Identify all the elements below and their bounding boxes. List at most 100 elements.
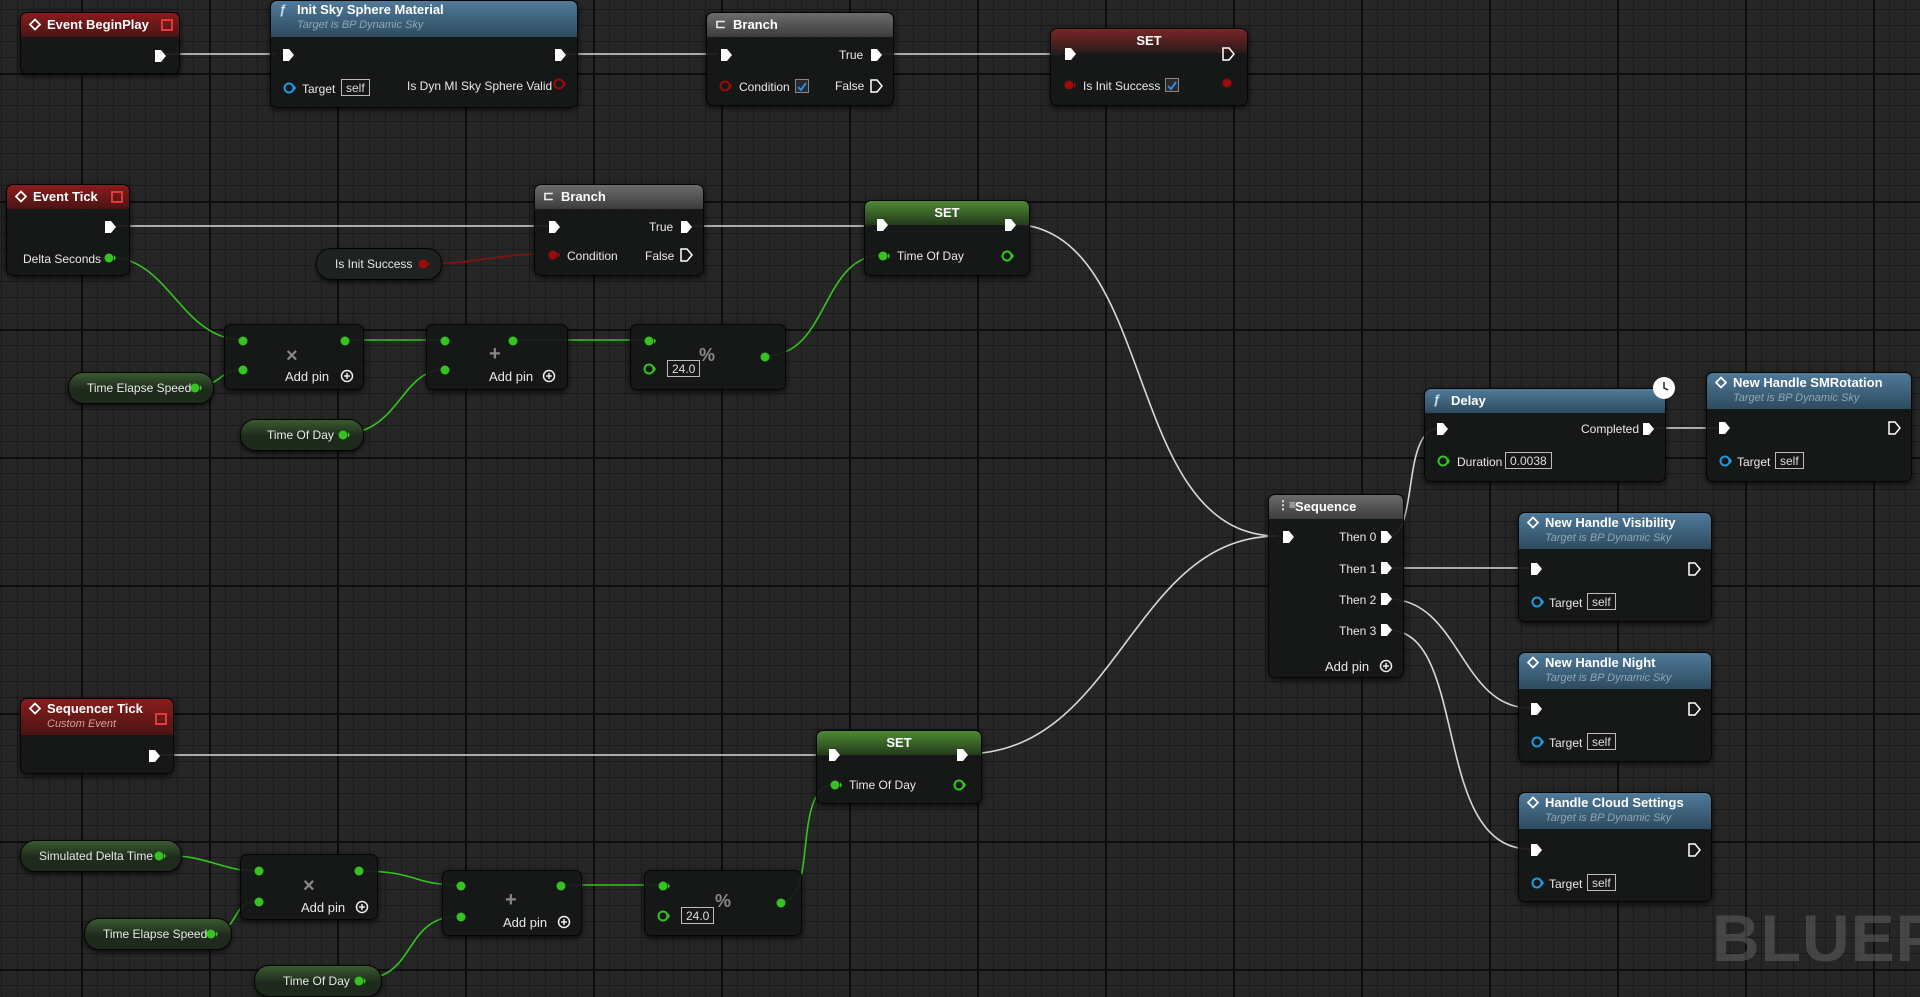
new-handle-night-node[interactable]: New Handle Night Target is BP Dynamic Sk…: [1518, 652, 1712, 762]
exec-in-pin[interactable]: [827, 748, 841, 762]
target-pin[interactable]: [1531, 736, 1545, 748]
exec-out-pin[interactable]: [153, 49, 167, 63]
exec-out-pin[interactable]: [1221, 47, 1235, 61]
exec-out-pin[interactable]: [1687, 562, 1701, 576]
add-pin-label[interactable]: Add pin: [285, 369, 330, 384]
delay-node[interactable]: ƒ Delay Completed Duration 0.0038: [1424, 377, 1675, 482]
add-pin-label[interactable]: Add pin: [1325, 659, 1370, 674]
add-pin-icon[interactable]: [340, 369, 354, 383]
float-in-pin-b[interactable]: [455, 911, 469, 923]
float-out-pin[interactable]: [337, 429, 351, 441]
exec-in-pin[interactable]: [1717, 421, 1731, 435]
float-out-pin[interactable]: [555, 880, 569, 892]
exec-out-pin[interactable]: [1003, 218, 1017, 232]
float-out-pin[interactable]: [953, 779, 967, 791]
divisor-value[interactable]: 24.0: [681, 907, 715, 924]
float-in-pin-b[interactable]: [237, 364, 251, 376]
add-pin-icon[interactable]: [557, 915, 571, 929]
target-value[interactable]: self: [1587, 733, 1616, 750]
float-out-pin[interactable]: [1001, 250, 1015, 262]
float-out-pin[interactable]: [153, 850, 167, 862]
time-of-day-getter-2[interactable]: Time Of Day: [254, 965, 382, 997]
is-init-success-getter[interactable]: Is Init Success: [316, 248, 442, 280]
exec-out-pin[interactable]: [103, 220, 117, 234]
sequence-node[interactable]: ⋮≡ Sequence Then 0 Then 1 Then 2 Then 3 …: [1268, 494, 1404, 678]
float-duration-pin[interactable]: [1437, 455, 1451, 467]
set-is-init-success-node[interactable]: SET Is Init Success: [1050, 28, 1248, 106]
modulo-node[interactable]: 24.0 %: [630, 324, 786, 390]
exec-out-pin[interactable]: [1887, 421, 1901, 435]
exec-true-pin[interactable]: [679, 220, 693, 234]
set-time-of-day-node-2[interactable]: SET Time Of Day: [816, 730, 982, 804]
target-pin[interactable]: [1531, 596, 1545, 608]
exec-then-0-pin[interactable]: [1379, 530, 1393, 544]
float-in-pin-b[interactable]: [439, 364, 453, 376]
event-tick-node[interactable]: Event Tick Delta Seconds: [6, 184, 130, 276]
bool-out-pin[interactable]: [417, 258, 431, 270]
time-elapse-speed-getter-2[interactable]: Time Elapse Speed: [84, 918, 232, 950]
exec-out-pin[interactable]: [955, 748, 969, 762]
bool-condition-pin[interactable]: [547, 249, 561, 261]
multiply-node[interactable]: × Add pin: [224, 324, 364, 390]
simulated-delta-time-getter[interactable]: Simulated Delta Time: [20, 840, 182, 872]
init-sky-sphere-node[interactable]: ƒ Init Sky Sphere Material Target is BP …: [270, 0, 578, 108]
float-in-pin-a[interactable]: [439, 335, 453, 347]
multiply-node-2[interactable]: × Add pin: [240, 854, 378, 920]
float-out-pin[interactable]: [353, 865, 367, 877]
float-in-pin-divisor[interactable]: [657, 910, 671, 922]
exec-false-pin[interactable]: [679, 248, 693, 262]
exec-in-pin[interactable]: [1529, 843, 1543, 857]
float-in-pin[interactable]: [829, 779, 843, 791]
exec-in-pin[interactable]: [547, 220, 561, 234]
modulo-node-2[interactable]: 24.0 %: [644, 870, 802, 936]
add-pin-icon[interactable]: [542, 369, 556, 383]
exec-false-pin[interactable]: [869, 79, 883, 93]
float-out-pin[interactable]: [353, 975, 367, 987]
float-out-pin[interactable]: [205, 928, 219, 940]
target-value[interactable]: self: [341, 79, 370, 96]
set-time-of-day-node[interactable]: SET Time Of Day: [864, 200, 1030, 276]
condition-checkbox[interactable]: [795, 79, 809, 93]
add-pin-label[interactable]: Add pin: [301, 900, 346, 915]
event-beginplay-node[interactable]: Event BeginPlay: [20, 12, 180, 74]
float-in-pin[interactable]: [877, 250, 891, 262]
float-in-pin[interactable]: [643, 335, 657, 347]
exec-in-pin[interactable]: [1529, 702, 1543, 716]
new-handle-smrotation-node[interactable]: New Handle SMRotation Target is BP Dynam…: [1706, 372, 1912, 482]
add-pin-icon[interactable]: [1379, 659, 1393, 673]
value-checkbox[interactable]: [1165, 78, 1179, 92]
exec-out-pin[interactable]: [1687, 702, 1701, 716]
target-value[interactable]: self: [1587, 874, 1616, 891]
exec-out-pin[interactable]: [553, 48, 567, 62]
add-pin-label[interactable]: Add pin: [489, 369, 534, 384]
target-value[interactable]: self: [1587, 593, 1616, 610]
exec-out-pin[interactable]: [1687, 843, 1701, 857]
exec-out-pin[interactable]: [147, 749, 161, 763]
time-elapse-speed-getter[interactable]: Time Elapse Speed: [68, 372, 214, 404]
add-pin-icon[interactable]: [355, 900, 369, 914]
time-of-day-getter[interactable]: Time Of Day: [240, 419, 364, 451]
target-pin[interactable]: [1531, 877, 1545, 889]
exec-true-pin[interactable]: [869, 48, 883, 62]
float-out-pin[interactable]: [339, 335, 353, 347]
exec-in-pin[interactable]: [1281, 530, 1295, 544]
target-pin[interactable]: [1719, 455, 1733, 467]
exec-in-pin[interactable]: [281, 48, 295, 62]
duration-value[interactable]: 0.0038: [1505, 452, 1552, 469]
new-handle-visibility-node[interactable]: New Handle Visibility Target is BP Dynam…: [1518, 512, 1712, 622]
bool-out-pin[interactable]: [1221, 77, 1235, 89]
handle-cloud-settings-node[interactable]: Handle Cloud Settings Target is BP Dynam…: [1518, 792, 1712, 902]
branch-node-tick[interactable]: ⊏ Branch True Condition False: [534, 184, 704, 276]
divisor-value[interactable]: 24.0: [667, 360, 701, 377]
branch-node[interactable]: ⊏ Branch True Condition False: [706, 12, 894, 106]
float-out-pin[interactable]: [103, 252, 117, 264]
exec-completed-pin[interactable]: [1641, 422, 1655, 436]
bool-in-pin[interactable]: [1063, 79, 1077, 91]
add-node[interactable]: + Add pin: [426, 324, 568, 390]
exec-in-pin[interactable]: [875, 218, 889, 232]
float-out-pin[interactable]: [189, 382, 203, 394]
exec-then-3-pin[interactable]: [1379, 623, 1393, 637]
exec-then-1-pin[interactable]: [1379, 561, 1393, 575]
exec-then-2-pin[interactable]: [1379, 592, 1393, 606]
float-in-pin-a[interactable]: [455, 880, 469, 892]
